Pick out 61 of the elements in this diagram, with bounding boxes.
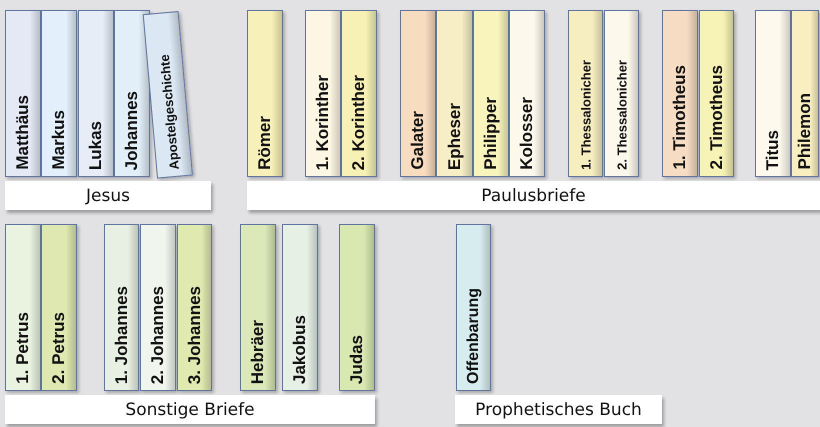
book-title: Epheser — [444, 102, 464, 170]
book-title: 1. Timotheus — [670, 65, 690, 170]
book-title: 1. Johannes — [112, 286, 132, 384]
book-spine — [568, 10, 603, 177]
group-label: Paulusbriefe — [481, 186, 586, 206]
book-spine — [755, 10, 791, 177]
book-spine — [5, 10, 41, 177]
book-spine — [78, 10, 114, 177]
group-label: Prophetisches Buch — [475, 400, 642, 420]
book-title: Römer — [255, 116, 275, 170]
book-title: 2. Timotheus — [706, 65, 726, 170]
book-title: Philipper — [481, 97, 501, 170]
book-title: Markus — [49, 110, 69, 170]
group-label: Jesus — [86, 186, 130, 206]
book-spine — [791, 10, 819, 177]
book-title: Offenbarung — [464, 288, 482, 384]
book-spine — [114, 10, 150, 177]
book-spine — [41, 10, 77, 177]
book-spine — [140, 224, 176, 391]
book-title: Hebräer — [248, 320, 268, 384]
book-title: Matthäus — [13, 95, 33, 170]
book-spine — [604, 10, 639, 177]
group-label-box — [247, 181, 820, 210]
book-spine — [177, 224, 212, 391]
book-title: Judas — [347, 334, 367, 384]
book-title: 2. Thessalonicher — [614, 60, 629, 170]
book-title: 2. Korinther — [349, 74, 369, 170]
book-spine — [662, 10, 698, 177]
book-spine — [5, 224, 41, 391]
book-spine — [509, 10, 545, 177]
book-title: Jakobus — [290, 315, 310, 384]
book-spine — [456, 224, 491, 391]
book-spine — [104, 224, 139, 391]
book-title: 1. Thessalonicher — [578, 60, 593, 170]
book-title: 2. Petrus — [49, 312, 69, 384]
book-title: Galater — [408, 111, 428, 170]
book-title: Apostelgeschichte — [156, 54, 182, 171]
group-label: Sonstige Briefe — [125, 400, 255, 420]
group-label-box — [5, 181, 211, 210]
book-title: Titus — [763, 130, 783, 170]
book-title: Lukas — [86, 120, 106, 170]
book-spine — [282, 224, 318, 391]
book-title: Kolosser — [517, 97, 537, 170]
book-spine — [247, 10, 283, 177]
book-spine — [400, 10, 436, 177]
book-title: 2. Johannes — [148, 286, 168, 384]
book-title: Johannes — [122, 90, 142, 170]
book-spine — [699, 10, 734, 177]
book-spine — [240, 224, 276, 391]
book-title: 1. Petrus — [13, 312, 33, 384]
book-spine — [341, 10, 377, 177]
book-spine — [339, 224, 375, 391]
book-title: Philemon — [795, 93, 815, 170]
group-label-box — [5, 395, 375, 424]
book-spine — [41, 224, 77, 391]
book-spine — [436, 10, 473, 177]
book-title: 1. Korinther — [313, 74, 333, 170]
book-spine — [473, 10, 509, 177]
group-label-box — [455, 395, 662, 424]
book-title: 3. Johannes — [184, 286, 204, 384]
book-spine — [305, 10, 341, 177]
